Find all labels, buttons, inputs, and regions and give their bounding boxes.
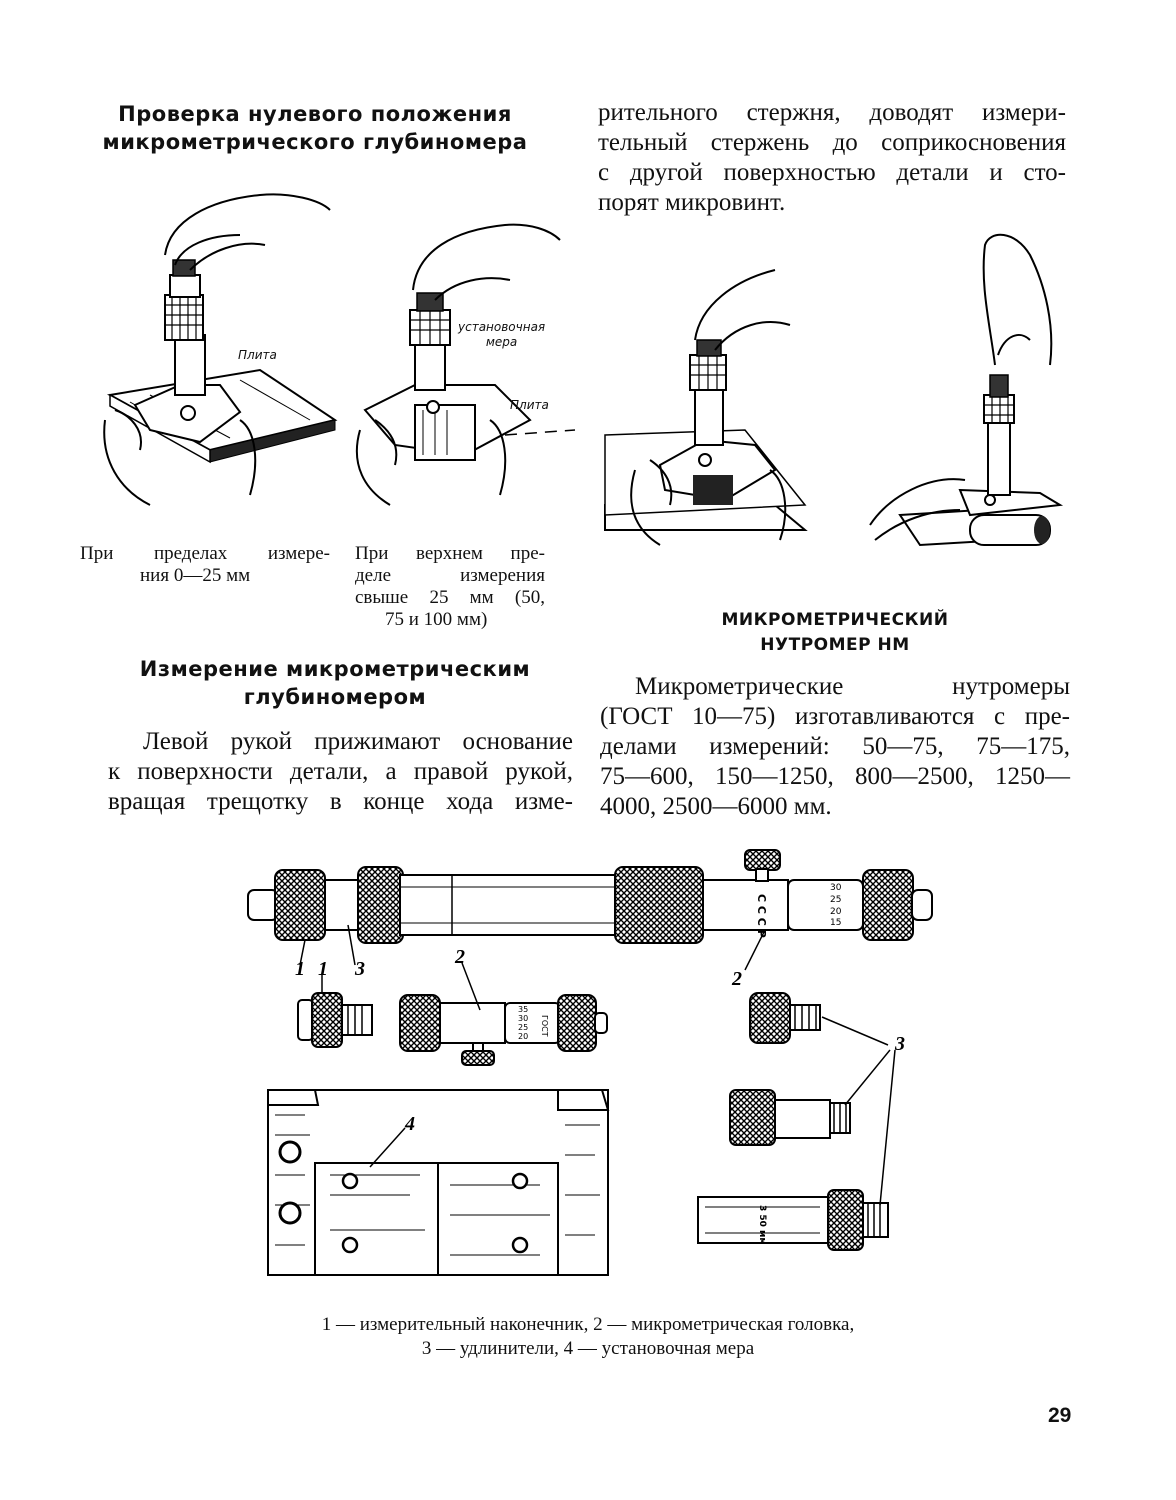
- inside-micrometer-figure: С С С Р 30 25 20 15 1 1 3 2 35 30 25 20 …: [247, 849, 933, 1276]
- small-scale-label: 30: [518, 1014, 528, 1023]
- caption-line-2: 3 — удлинители, 4 — установочная мера: [421, 1338, 755, 1359]
- extension-marking: 3 50 мм: [757, 1205, 767, 1245]
- section-title-micrometer-inside-gauge: МИКРОМЕТРИЧЕСКИЙ НУТРОМЕР НМ: [700, 608, 970, 658]
- paragraph-line: делами измерений: 50—75, 75—175,: [600, 733, 1070, 760]
- caption-line: деле измерения: [355, 565, 545, 586]
- depth-gauge-illustration-3: [604, 269, 808, 546]
- depth-gauge-illustration-2: [355, 223, 576, 506]
- callout-4: 4: [404, 1113, 415, 1135]
- paragraph-depth-measurement: Левой рукой прижимают основание к поверх…: [108, 727, 573, 817]
- figure-caption-bottom: 1 — измерительный наконечник, 2 — микром…: [258, 1313, 918, 1361]
- caption-line: При пределах измере-: [80, 543, 330, 564]
- title-line: МИКРОМЕТРИЧЕСКИЙ: [721, 610, 949, 630]
- paragraph-continued: рительного стержня, доводят измери- тель…: [598, 98, 1066, 218]
- caption-line: 75 и 100 мм): [385, 609, 488, 630]
- section-title-zero-check: Проверка нулевого положения микрометриче…: [100, 100, 530, 156]
- caption-line: ния 0—25 мм: [140, 565, 251, 586]
- caption-line: свыше 25 мм (50,: [355, 587, 545, 608]
- paragraph-line: рительного стержня, доводят измери-: [598, 99, 1066, 126]
- title-line: Проверка нулевого положения: [118, 102, 512, 126]
- caption-range-0-25: При пределах измере- ния 0—25 мм: [80, 543, 330, 587]
- small-scale-label: 35: [518, 1005, 528, 1014]
- label-line: установочная: [458, 320, 546, 334]
- depth-gauge-illustration-4: [869, 233, 1064, 547]
- paragraph-line: тельный стержень до соприкосновения: [598, 129, 1066, 156]
- title-line: микрометрического глубиномера: [102, 130, 528, 154]
- caption-line: При верхнем пре-: [355, 543, 545, 564]
- thimble-scale-label: 30: [830, 883, 842, 893]
- thimble-scale-label: 20: [830, 907, 842, 917]
- title-line: Измерение микрометрическим: [139, 657, 531, 681]
- paragraph-inside-micrometers: Микрометрические нутромеры (ГОСТ 10—75) …: [600, 672, 1070, 822]
- callout-1b: 1: [318, 958, 328, 980]
- caption-upper-range: При верхнем пре- деле измерения свыше 25…: [355, 543, 545, 631]
- small-scale-label: 25: [518, 1023, 528, 1032]
- sleeve-marking-c1: С С С Р: [755, 894, 768, 938]
- paragraph-line: (ГОСТ 10—75) изготавливаются с пре-: [600, 703, 1070, 730]
- title-line: НУТРОМЕР НМ: [760, 635, 910, 655]
- depth-gauge-illustration-1: [103, 193, 338, 506]
- paragraph-line: 4000, 2500—6000 мм.: [600, 793, 832, 820]
- thimble-scale-label: 25: [830, 895, 841, 905]
- small-head-mark: ГОСТ: [540, 1015, 549, 1037]
- paragraph-line: с другой поверхностью детали и сто-: [598, 159, 1066, 186]
- small-scale-label: 20: [518, 1032, 528, 1041]
- paragraph-line: вращая трещотку в конце хода изме-: [108, 788, 573, 815]
- page-number: 29: [1048, 1404, 1072, 1427]
- paragraph-line: Левой рукой прижимают основание: [143, 728, 573, 755]
- callout-3-right: 3: [894, 1033, 905, 1055]
- plate-label-2: Плита: [510, 398, 549, 412]
- paragraph-line: порят микровинт.: [598, 189, 786, 216]
- callout-3-top: 3: [354, 958, 365, 980]
- label-line: мера: [485, 335, 518, 349]
- paragraph-line: к поверхности детали, а правой рукой,: [108, 758, 573, 785]
- plate-label-1: Плита: [238, 348, 277, 362]
- callout-2-top: 2: [731, 968, 742, 990]
- title-line: глубиномером: [243, 685, 427, 709]
- callout-1a: 1: [295, 958, 305, 980]
- thimble-scale-label: 15: [830, 918, 841, 928]
- paragraph-line: 75—600, 150—1250, 800—2500, 1250—: [600, 763, 1070, 790]
- paragraph-line: Микрометрические нутромеры: [635, 673, 1070, 700]
- caption-line-1: 1 — измерительный наконечник, 2 — микром…: [321, 1314, 855, 1335]
- section-title-depth-measurement: Измерение микрометрическим глубиномером: [120, 655, 550, 711]
- callout-2-bottom: 2: [454, 946, 465, 968]
- setting-gauge-label: установочная мера: [458, 320, 545, 350]
